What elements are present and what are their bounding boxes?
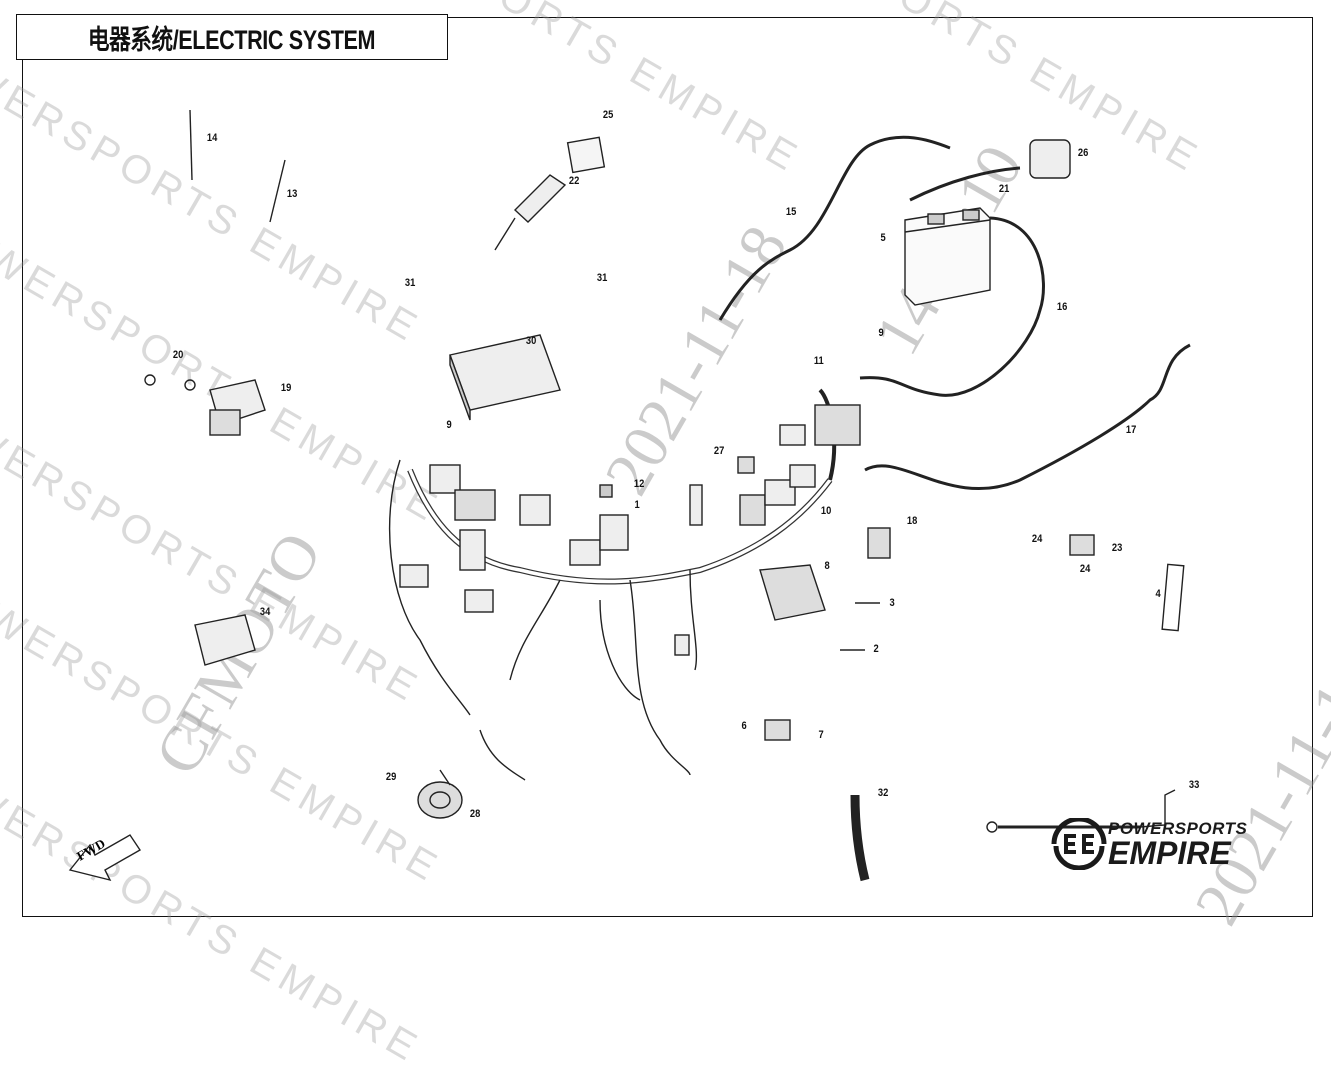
fwd-arrow <box>68 834 141 882</box>
logo-line1: POWERSPORTS <box>1108 818 1248 838</box>
callout-label: 26 <box>1077 147 1089 159</box>
regulator-8 <box>759 564 880 651</box>
callout-label: 25 <box>602 109 614 121</box>
fuse-box-34 <box>194 614 256 666</box>
callout-label: 21 <box>998 183 1010 195</box>
callout-label: 16 <box>1056 301 1068 313</box>
module-22 <box>494 136 606 251</box>
starter-relay-26 <box>1029 139 1071 179</box>
callout-label: 24 <box>1079 563 1091 575</box>
callout-label: 18 <box>906 515 918 527</box>
callout-label: 2 <box>873 643 879 655</box>
rods-13-14 <box>189 109 286 223</box>
battery-5 <box>904 207 991 306</box>
callout-label: 30 <box>525 335 537 347</box>
callout-label: 10 <box>820 505 832 517</box>
callout-label: 17 <box>1125 424 1137 436</box>
callout-label: 29 <box>385 771 397 783</box>
cable-33 <box>986 789 1176 833</box>
callout-label: 7 <box>818 729 824 741</box>
horn-28 <box>417 769 463 819</box>
callout-label: 8 <box>824 560 830 572</box>
drawing-frame <box>22 17 1313 917</box>
callout-label: 31 <box>596 272 608 284</box>
callout-label: 14 <box>206 132 218 144</box>
ecu-30 <box>449 334 561 421</box>
title-box: 电器系统/ELECTRIC SYSTEM <box>16 14 448 60</box>
relay-19 <box>144 374 266 436</box>
battery-cables <box>718 135 1191 491</box>
callout-label: 28 <box>469 808 481 820</box>
main-wiring-harness <box>388 388 861 781</box>
callout-label: 20 <box>172 349 184 361</box>
small-parts <box>599 456 1185 882</box>
callout-label: 13 <box>286 188 298 200</box>
callout-label: 33 <box>1188 779 1200 791</box>
page-title: 电器系统/ELECTRIC SYSTEM <box>88 24 376 55</box>
callout-label: 5 <box>880 232 886 244</box>
callout-label: 1 <box>634 499 640 511</box>
callout-label: 24 <box>1031 533 1043 545</box>
empire-emblem-icon <box>1051 818 1107 870</box>
callout-label: 31 <box>404 277 416 289</box>
callout-label: 11 <box>813 355 824 367</box>
callout-label: 32 <box>877 787 889 799</box>
callout-label: 22 <box>568 175 580 187</box>
callout-label: 23 <box>1111 542 1123 554</box>
callout-label: 15 <box>785 206 797 218</box>
callout-label: 27 <box>713 445 725 457</box>
callout-label: 9 <box>446 419 452 431</box>
logo-line2: EMPIRE <box>1108 834 1231 871</box>
callout-label: 3 <box>889 597 895 609</box>
powersports-empire-logo: POWERSPORTS EMPIRE <box>1050 818 1247 870</box>
callout-label: 12 <box>633 478 645 490</box>
callout-label: 34 <box>259 606 271 618</box>
callout-label: 6 <box>741 720 747 732</box>
callout-label: 19 <box>280 382 292 394</box>
callout-label: 9 <box>878 327 884 339</box>
callout-label: 4 <box>1155 588 1161 600</box>
parts-diagram <box>68 109 1191 882</box>
